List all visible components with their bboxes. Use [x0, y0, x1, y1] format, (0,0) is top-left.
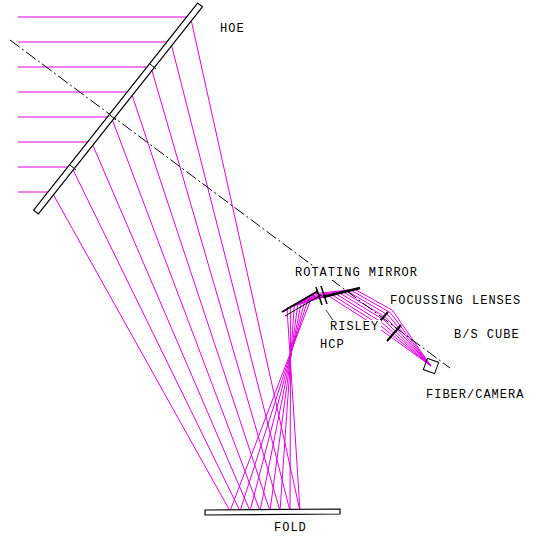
part-label: HCP — [318, 338, 347, 352]
optical-axis — [10, 40, 450, 368]
part-label: HOE — [218, 22, 247, 36]
beam-splitter-cube — [423, 358, 438, 373]
part-label: RISLEY — [328, 320, 381, 334]
risley-prism — [316, 287, 322, 305]
light-ray — [18, 142, 431, 511]
ray-bundle — [18, 17, 431, 511]
light-ray — [18, 117, 431, 511]
part-label: B/S CUBE — [452, 328, 522, 342]
rotating-mirror — [323, 288, 360, 297]
part-label: FOLD — [272, 521, 309, 535]
hoe-tick — [150, 64, 156, 69]
hcp-plate — [282, 291, 318, 312]
light-ray — [18, 42, 431, 511]
part-label: ROTATING MIRROR — [293, 266, 420, 280]
light-ray — [18, 67, 431, 511]
fold-mirror — [205, 509, 340, 515]
focussing-lens — [387, 325, 401, 341]
hcp-plate — [285, 295, 321, 316]
part-label: FIBER/CAMERA — [424, 388, 526, 402]
light-ray — [18, 192, 431, 511]
light-ray — [18, 167, 431, 511]
hoe-plate — [34, 3, 203, 214]
light-ray — [18, 17, 431, 511]
hoe-tick — [70, 165, 76, 170]
hoe-tick — [110, 115, 116, 120]
part-label: FOCUSSING LENSES — [388, 294, 523, 308]
